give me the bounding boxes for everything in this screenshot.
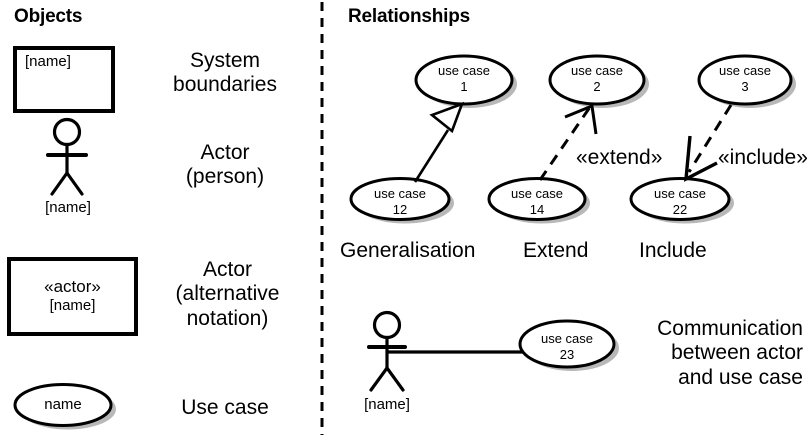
generalisation-label: Generalisation [340, 239, 476, 262]
communication-description-line-1: Communication [657, 317, 803, 340]
extend-connector-dashed-line [538, 106, 592, 181]
ellipse-use-case-3-line-2: 3 [741, 78, 749, 94]
ellipse-use-case-3-line-1: use case [718, 63, 772, 78]
generalisation-group [349, 54, 517, 224]
right-panel-heading: Relationships [348, 6, 470, 27]
communication-actor-name-label: [name] [364, 396, 410, 413]
ellipse-use-case-22-line-2: 22 [672, 201, 688, 217]
left-panel-heading: Objects [14, 6, 83, 27]
use-case-description: Use case [140, 396, 310, 420]
actor-person-description-line-2: (person) [185, 165, 265, 189]
ellipse-use-case-12-label: use case 12 [360, 186, 440, 218]
ellipse-use-case-14-line-2: 14 [529, 201, 545, 217]
extend-open-arrowhead [564, 103, 598, 135]
actor-head-circle [52, 117, 82, 147]
actor-stick-figure-shape [46, 117, 88, 196]
include-connector-dashed-line [687, 104, 733, 173]
ellipse-use-case-2-line-1: use case [570, 63, 624, 78]
ellipse-use-case-2-line-2: 2 [593, 78, 601, 94]
actor-right-leg-line [65, 171, 84, 196]
include-label: Include [639, 239, 707, 262]
ellipse-use-case-23 [518, 319, 616, 369]
communication-description-line-2: between actor [671, 341, 803, 365]
ellipse-use-case-1-label: use case 1 [424, 63, 504, 95]
actor-notation-name: [name] [49, 297, 96, 315]
ellipse-use-case-23-label: use case 23 [527, 331, 607, 363]
include-group [629, 54, 796, 224]
extend-stereotype-label: «extend» [576, 146, 663, 169]
ellipse-use-case-23-line-2: 23 [559, 346, 575, 362]
ellipse-use-case-14 [487, 177, 587, 221]
include-stereotype-label: «include» [718, 146, 807, 169]
include-open-arrowhead [684, 135, 718, 182]
actor-notation-description-line-1: Actor [202, 258, 252, 281]
actor-left-leg-line [50, 171, 69, 196]
system-boundary-rect [13, 46, 115, 113]
ellipse-use-case-22-line-1: use case [653, 186, 707, 201]
ellipse-use-case-12-line-2: 12 [392, 201, 408, 217]
use-case-ellipse-shape [13, 383, 116, 430]
actor-notation-description: Actor (alternative notation) [140, 258, 315, 331]
use-case-ellipse-outline [13, 383, 113, 427]
ellipse-use-case-1 [414, 54, 514, 106]
ellipse-use-case-14-line-1: use case [510, 186, 564, 201]
communication-description-line-3: and use case [678, 365, 803, 389]
generalisation-connector-line [413, 129, 450, 183]
communication-description: Communication between actor and use case [627, 317, 803, 390]
communication-actor-right-leg-line [385, 366, 405, 392]
extend-label: Extend [523, 239, 589, 262]
ellipse-use-case-23-line-1: use case [540, 331, 594, 346]
actor-notation-description-line-2: (alternative [175, 282, 280, 306]
ellipse-use-case-12 [349, 177, 451, 221]
ellipse-use-case-22-label: use case 22 [640, 186, 720, 218]
ellipse-use-case-3-label: use case 3 [705, 63, 785, 95]
system-boundary-description-line-2: boundaries [173, 73, 277, 97]
ellipse-use-case-2 [548, 54, 646, 106]
ellipse-use-case-14-label: use case 14 [497, 186, 577, 218]
ellipse-use-case-12-line-1: use case [373, 186, 427, 201]
communication-actor-left-leg-line [369, 366, 389, 392]
generalisation-hollow-triangle-arrowhead [429, 101, 465, 134]
communication-group [367, 310, 619, 392]
ellipse-use-case-22 [629, 177, 731, 221]
ellipse-use-case-1-line-1: use case [437, 63, 491, 78]
ellipse-use-case-2-label: use case 2 [557, 63, 637, 95]
system-boundary-inner-label: [name] [25, 53, 71, 70]
extend-group [487, 54, 649, 224]
use-case-ellipse-inner-label: name [44, 396, 82, 413]
system-boundary-description: System boundaries [140, 49, 310, 98]
ellipse-use-case-1-line-2: 1 [460, 78, 468, 94]
system-boundary-description-line-1: System [189, 49, 260, 72]
actor-notation-rect [7, 257, 138, 336]
actor-notation-description-line-3: notation) [186, 306, 269, 330]
actor-person-name-label: [name] [45, 199, 91, 216]
use-case-description-line-1: Use case [181, 396, 269, 419]
actor-person-description-line-1: Actor [200, 141, 250, 164]
actor-notation-stereotype: «actor» [44, 277, 101, 296]
ellipse-use-case-3 [697, 54, 793, 106]
communication-actor-head-circle [372, 310, 402, 340]
actor-notation-inner-label: «actor» [name] [9, 277, 136, 315]
actor-person-description: Actor (person) [140, 141, 310, 190]
